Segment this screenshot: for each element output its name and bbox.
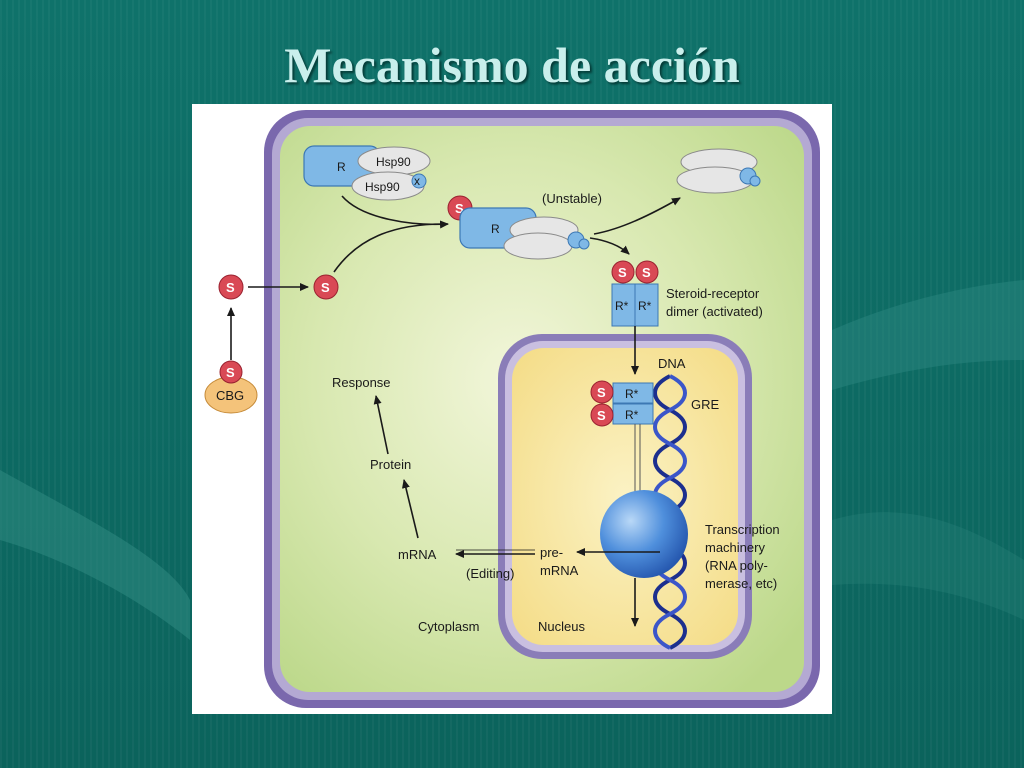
steroid-label: S — [618, 265, 627, 280]
gre-label: GRE — [691, 397, 720, 412]
steroid-icon — [590, 403, 614, 427]
receptor-hsp90-complex: R Hsp90 Hsp90 x — [303, 145, 431, 201]
dimer-label-line2: dimer (activated) — [666, 304, 763, 319]
hsp90-released — [676, 148, 761, 194]
nucleus-label: Nucleus — [538, 619, 585, 634]
steroid-outside-cell: S — [218, 274, 244, 300]
steroid-label: S — [321, 280, 330, 295]
receptor-shape — [634, 283, 659, 327]
dna-label: DNA — [658, 356, 686, 371]
mechanism-diagram: R Hsp90 Hsp90 x S R (Unstable) — [204, 110, 820, 708]
receptor-label: R — [491, 222, 500, 236]
steroid-icon — [611, 260, 635, 284]
steroid-icon — [313, 274, 339, 300]
hsp90-top-label: Hsp90 — [376, 155, 411, 169]
hsp90-shape — [503, 232, 573, 260]
x-mark-label: x — [414, 174, 420, 188]
cbg-complex: CBG S — [204, 307, 258, 414]
hsp90-release-arrow — [593, 197, 681, 235]
cytoplasm-label: Cytoplasm — [418, 619, 479, 634]
transcription-line3: (RNA poly- — [705, 558, 768, 573]
steroid-label: S — [597, 385, 606, 400]
pre-mrna-label: mRNA — [540, 563, 579, 578]
binding-site-shape — [411, 173, 427, 189]
activated-receptor-label: R* — [625, 408, 639, 422]
cbg-label: CBG — [216, 388, 244, 403]
rna-polymerase-shape — [600, 490, 688, 578]
steroid-receptor-dimer: R* R* S S Steroid-receptor dimer (activa… — [611, 260, 763, 327]
response-arrow — [373, 395, 389, 455]
steroid-icon — [590, 380, 614, 404]
steroid-in-cytoplasm: S — [313, 274, 339, 300]
steroid-label: S — [597, 408, 606, 423]
steroid-label: S — [226, 280, 235, 295]
transcription-line2: machinery — [705, 540, 765, 555]
mrna-label: mRNA — [398, 547, 437, 562]
unstable-label: (Unstable) — [542, 191, 602, 206]
dimerization-arrow — [589, 237, 630, 255]
activated-receptor-label: R* — [638, 299, 652, 313]
steroid-icon — [635, 260, 659, 284]
response-label: Response — [332, 375, 391, 390]
steroid-label: S — [226, 365, 235, 380]
steroid-receptor-unstable: S R (Unstable) — [447, 191, 602, 260]
transcription-line1: Transcription — [705, 522, 780, 537]
transcription-machinery-label: Transcription machinery (RNA poly- meras… — [705, 522, 780, 591]
translation-arrow — [401, 479, 419, 539]
activated-receptor-label: R* — [615, 299, 629, 313]
receptor-label: R — [337, 160, 346, 174]
binding-site-shape — [578, 238, 590, 250]
editing-label: (Editing) — [466, 566, 514, 581]
dimer-label-line1: Steroid-receptor — [666, 286, 760, 301]
protein-label: Protein — [370, 457, 411, 472]
slide-title: Mecanismo de acción — [284, 37, 740, 93]
transcription-line4: merase, etc) — [705, 576, 777, 591]
steroid-mechanism-figure: R Hsp90 Hsp90 x S R (Unstable) — [192, 104, 832, 714]
hsp90-bottom-label: Hsp90 — [365, 180, 400, 194]
pre-label: pre- — [540, 545, 563, 560]
binding-arrow — [333, 223, 445, 273]
steroid-icon — [219, 360, 243, 384]
steroid-icon — [218, 274, 244, 300]
activated-receptor-label: R* — [625, 387, 639, 401]
binding-site-shape — [749, 175, 761, 187]
steroid-label: S — [455, 201, 464, 216]
steroid-label: S — [642, 265, 651, 280]
